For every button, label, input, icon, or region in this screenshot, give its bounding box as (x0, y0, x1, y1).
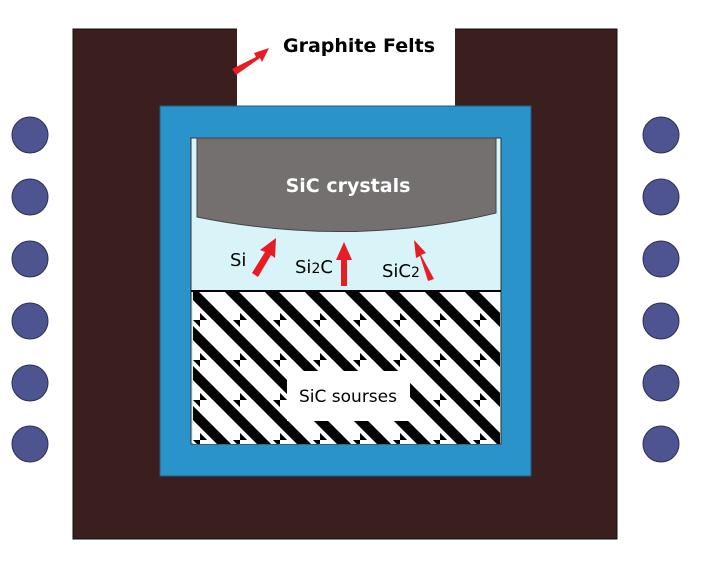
coil (11, 364, 49, 402)
coil (11, 116, 49, 154)
sic-crystal (196, 137, 497, 233)
graphite-felts-label: Graphite Felts (283, 35, 435, 57)
si2c-subscript: 2 (311, 261, 320, 277)
coil (642, 302, 680, 340)
induction-coils-right (642, 116, 680, 463)
felt-top-opening (237, 28, 455, 106)
sic2-label: SiC2 (382, 261, 420, 282)
coil (642, 240, 680, 278)
coil (11, 178, 49, 216)
induction-coils-left (11, 116, 49, 463)
sic-source-region (193, 291, 500, 444)
graphite-felts-arrow (232, 48, 269, 75)
si-arrow (252, 238, 276, 277)
coil (11, 425, 49, 463)
si2c-label: Si2C (295, 257, 333, 278)
sic2-main: SiC (382, 261, 411, 282)
sic2-subscript: 2 (411, 265, 420, 281)
sic-sources-label: SiC sourses (299, 387, 397, 407)
coil (11, 240, 49, 278)
coil (642, 364, 680, 402)
coil (642, 425, 680, 463)
sic2-arrow (414, 240, 434, 281)
coil (11, 302, 49, 340)
coil (642, 116, 680, 154)
si2c-tail: C (320, 257, 333, 278)
si2c-arrow (336, 242, 352, 286)
si-label: Si (230, 250, 246, 271)
sic-source-label-box (287, 371, 410, 421)
arrows (232, 48, 434, 286)
si2c-main: Si (295, 257, 311, 278)
coil (642, 178, 680, 216)
sic-crystals-label: SiC crystals (286, 175, 411, 197)
